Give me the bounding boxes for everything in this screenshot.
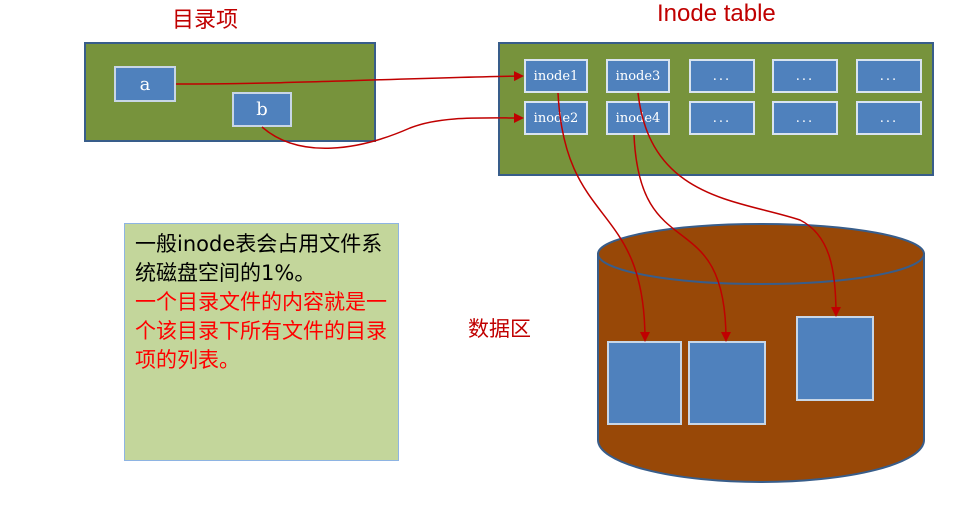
arrow-b-to-inode2 (261, 112, 524, 150)
inode-cell-ellipsis: ... (856, 101, 922, 135)
inode-cell-inode3: inode3 (606, 59, 670, 93)
inode-table-title: Inode table (657, 0, 776, 27)
inode-cell-inode1: inode1 (524, 59, 588, 93)
data-block-2 (688, 341, 766, 425)
note-box: 一般inode表会占用文件系统磁盘空间的1%。 一个目录文件的内容就是一个该目录… (124, 223, 399, 461)
inode-cell-inode2: inode2 (524, 101, 588, 135)
arrow-inode1-to-data-block-1 (557, 92, 650, 342)
data-block-3 (796, 316, 874, 401)
data-block-1 (607, 341, 682, 425)
inode-cell-ellipsis: ... (856, 59, 922, 93)
inode-cell-ellipsis: ... (689, 59, 755, 93)
note-text-directory-content: 一个目录文件的内容就是一个该目录下所有文件的目录项的列表。 (135, 290, 387, 372)
inode-cell-ellipsis: ... (689, 101, 755, 135)
data-area-title: 数据区 (468, 317, 531, 341)
dir-entries-title: 目录项 (172, 8, 239, 33)
inode-cell-ellipsis: ... (772, 59, 838, 93)
dir-entry-a: a (114, 66, 176, 102)
arrow-inode3-to-data-block-3 (637, 92, 841, 317)
arrow-a-to-inode1 (175, 71, 524, 85)
note-text-inode-size: 一般inode表会占用文件系统磁盘空间的1%。 (135, 232, 383, 285)
inode-cell-inode4: inode4 (606, 101, 670, 135)
arrow-inode4-to-data-block-2 (633, 134, 731, 342)
dir-entry-b: b (232, 92, 292, 127)
inode-cell-ellipsis: ... (772, 101, 838, 135)
